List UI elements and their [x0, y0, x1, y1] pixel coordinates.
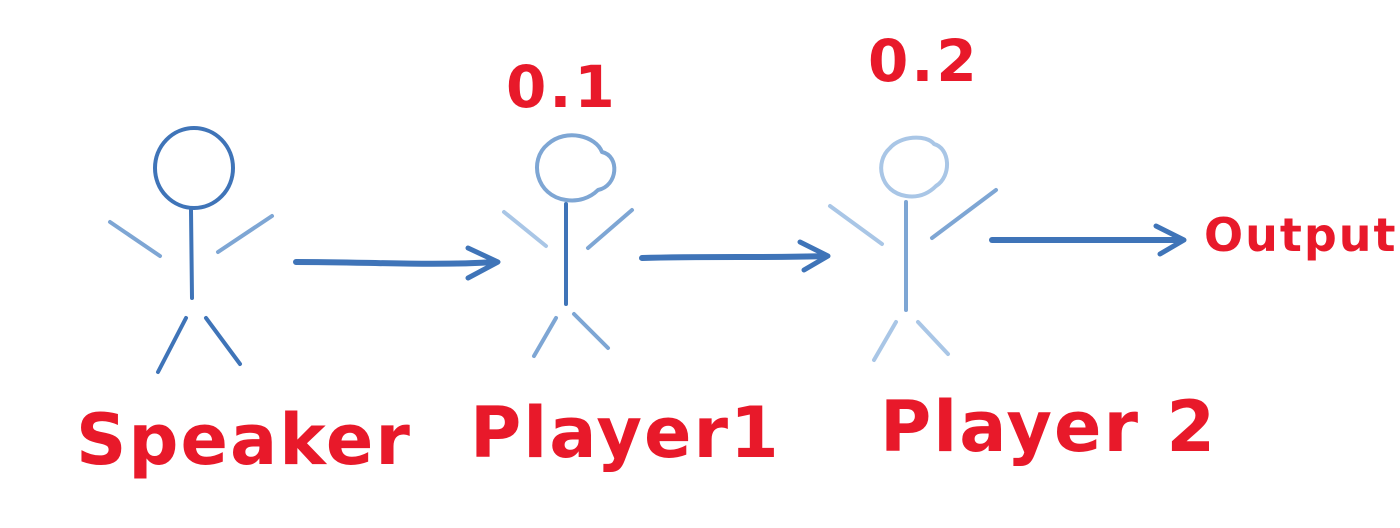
arrow-head	[1153, 223, 1187, 257]
arrow-head	[797, 239, 831, 273]
speaker-body	[189, 208, 194, 300]
player2-right-arm	[930, 188, 998, 240]
player1-figure	[502, 133, 634, 358]
player1-right-leg	[572, 312, 610, 350]
player1-left-leg	[532, 316, 558, 358]
player2-left-leg	[872, 320, 898, 362]
player1-head	[535, 133, 617, 203]
player1-probability-label: 0.1	[506, 53, 618, 121]
speaker-figure	[108, 126, 274, 374]
speaker-right-leg	[204, 316, 242, 366]
output-label: Output	[1204, 208, 1398, 262]
speaker-left-leg	[156, 316, 188, 374]
speaker-right-arm	[216, 214, 274, 254]
arrow-head	[465, 245, 501, 281]
player2-figure	[828, 135, 998, 362]
arrow-shaft	[293, 259, 499, 267]
player2-right-leg	[916, 320, 950, 356]
speaker-left-arm	[108, 220, 162, 258]
player2-probability-label: 0.2	[868, 27, 980, 95]
player1-label: Player1	[470, 392, 781, 474]
arrow-player2-to-output	[989, 223, 1187, 257]
player2-head	[879, 135, 949, 199]
player1-left-arm	[502, 210, 548, 248]
arrow-shaft	[639, 253, 829, 261]
speaker-head	[153, 126, 235, 210]
player2-left-arm	[828, 204, 884, 246]
speaker-label: Speaker	[76, 399, 412, 481]
player1-right-arm	[586, 208, 634, 250]
arrow-speaker-to-player1	[293, 245, 501, 281]
arrow-player1-to-player2	[639, 239, 831, 273]
player2-label: Player 2	[880, 386, 1218, 468]
